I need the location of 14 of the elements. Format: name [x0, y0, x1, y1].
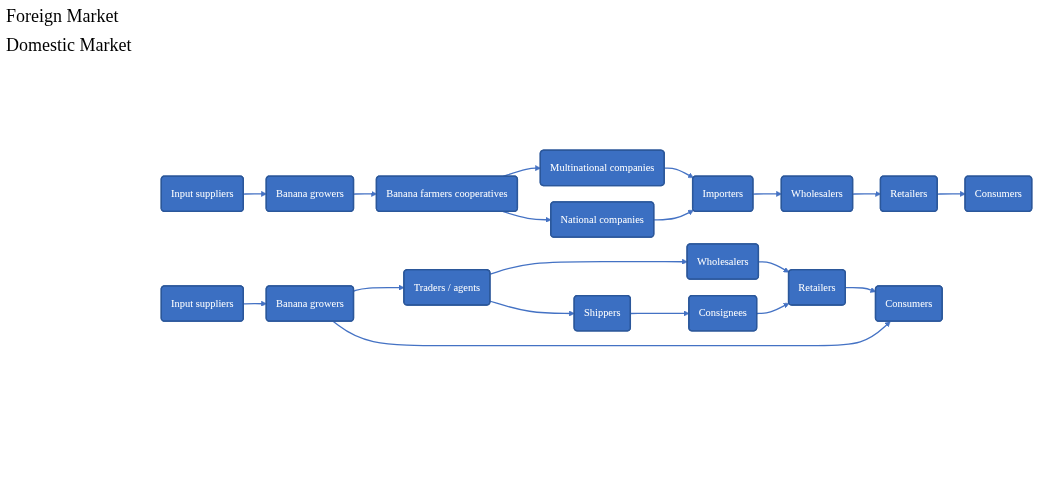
arrow [332, 320, 891, 347]
section-heading: Foreign Market [6, 6, 120, 27]
arrow [243, 191, 267, 197]
arrow [489, 258, 688, 275]
section-heading: Domestic Market [6, 35, 133, 56]
arrow [756, 303, 790, 315]
arrow [758, 261, 790, 273]
arrow [845, 287, 877, 293]
arrow [852, 191, 881, 197]
arrow [653, 210, 694, 221]
arrow [353, 191, 377, 197]
arrow [752, 191, 782, 197]
arrow [243, 300, 267, 307]
arrow [489, 300, 575, 317]
